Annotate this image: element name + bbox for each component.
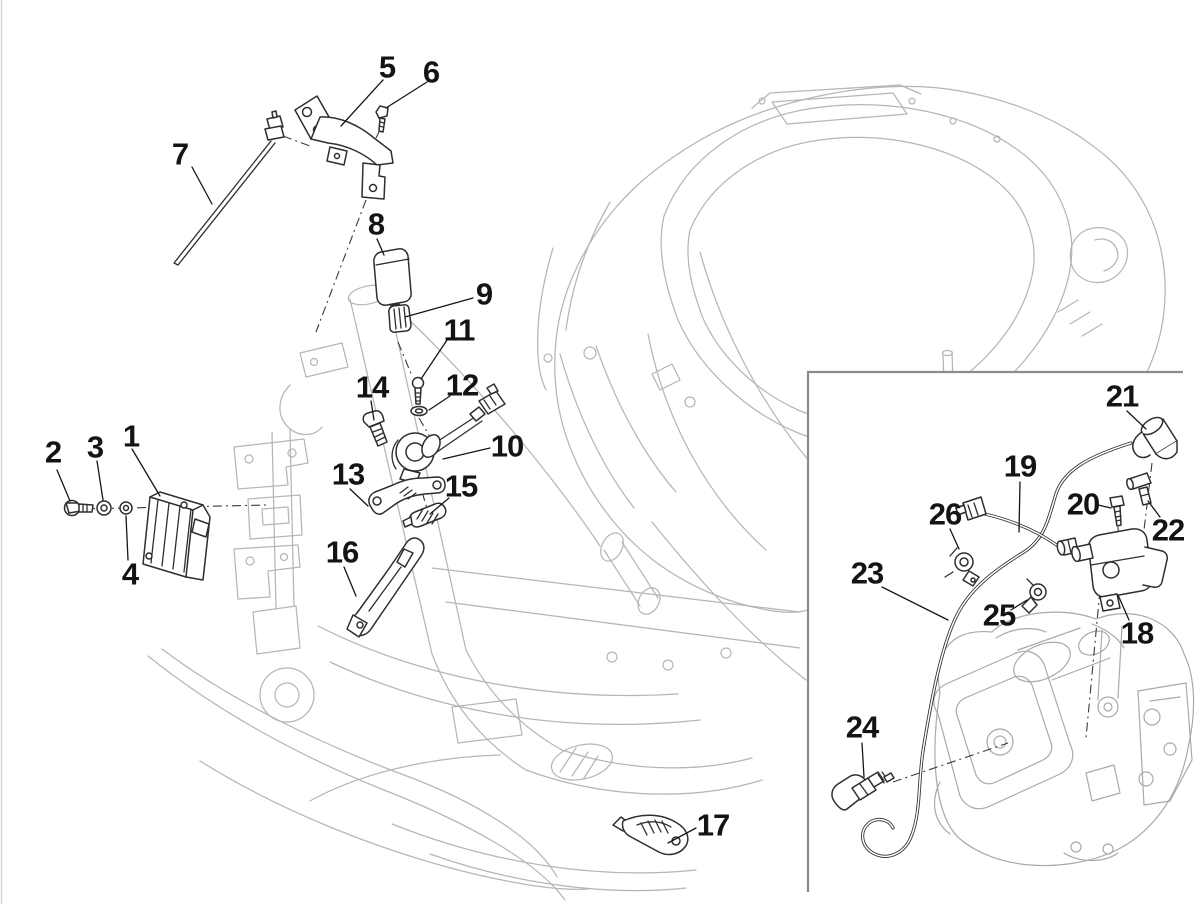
sensor-part-10 [391, 383, 506, 484]
callout-19: 19 [1003, 448, 1037, 484]
bracket-part-17 [612, 814, 689, 856]
callout-15: 15 [444, 468, 478, 504]
rod-part-7 [173, 110, 285, 266]
spark-plug-cable-23 [861, 441, 1133, 858]
callout-11: 11 [443, 312, 476, 348]
scooter-body-art [0, 0, 1166, 904]
callout-1: 1 [122, 418, 140, 454]
callout-22: 22 [1151, 512, 1185, 548]
engine-art [933, 611, 1195, 867]
cable-19 [955, 496, 1079, 556]
spark-plug-cap-21 [1132, 416, 1178, 460]
callout-3: 3 [86, 429, 104, 465]
ignition-coil-18 [1071, 528, 1168, 612]
callout-4: 4 [121, 556, 139, 592]
callout-23: 23 [850, 555, 884, 591]
callout-14: 14 [355, 369, 389, 405]
bolt-part-20 [1109, 495, 1125, 527]
washer-part-3 [96, 500, 112, 516]
callout-20: 20 [1066, 486, 1100, 522]
callout-18: 18 [1120, 615, 1154, 651]
callout-2: 2 [44, 434, 62, 470]
callout-17: 17 [696, 807, 730, 843]
callout-24: 24 [845, 709, 879, 745]
callout-8: 8 [367, 206, 385, 242]
callout-12: 12 [445, 367, 479, 403]
callout-13: 13 [331, 456, 365, 492]
washer-part-12 [410, 405, 428, 417]
bolt-part-6 [375, 105, 389, 133]
callout-16: 16 [325, 534, 359, 570]
voltage-regulator-part-1 [142, 491, 211, 581]
connector-part-9 [388, 304, 412, 333]
callout-25: 25 [982, 597, 1016, 633]
callout-6: 6 [422, 54, 440, 90]
clamp-26 [944, 547, 980, 587]
bracket-part-13 [368, 476, 446, 515]
bolt-part-14 [362, 410, 388, 447]
callout-26: 26 [928, 496, 962, 532]
callout-9: 9 [475, 276, 493, 312]
bolt-part-11 [411, 376, 425, 405]
bracket-part-16 [346, 537, 425, 638]
callout-7: 7 [171, 136, 189, 172]
spark-plug-24 [831, 771, 895, 811]
inset-panel [807, 373, 1200, 904]
inset-border [806, 370, 1183, 892]
washer-part-4 [119, 501, 133, 515]
callout-21: 21 [1105, 378, 1139, 414]
callout-10: 10 [490, 428, 524, 464]
callout-5: 5 [378, 49, 396, 85]
leader-lines [56, 79, 1161, 844]
scooter-frame-art [147, 284, 807, 901]
bracket-part-5 [294, 95, 394, 200]
bolt-part-2 [63, 499, 94, 517]
clamp-25 [1021, 578, 1047, 614]
